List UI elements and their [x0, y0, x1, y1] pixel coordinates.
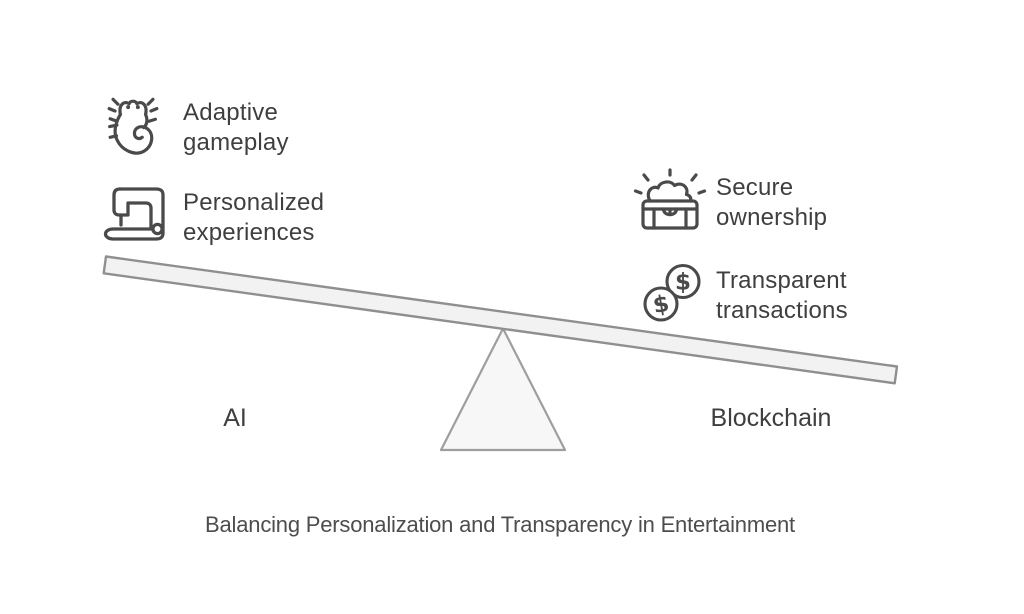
label-line: Personalized [183, 189, 325, 216]
label-transparent-transactions: Transparent transactions [716, 266, 848, 326]
coins-icon: $ $ [639, 259, 705, 327]
svg-text:$: $ [651, 291, 671, 319]
sewing-machine-icon [99, 183, 175, 247]
label-secure-ownership: Secure ownership [716, 173, 827, 233]
label-adaptive-gameplay: Adaptive gameplay [183, 98, 289, 158]
axolotl-icon [98, 92, 168, 166]
label-line: gameplay [183, 129, 289, 156]
svg-text:$: $ [675, 270, 691, 296]
side-label-ai: AI [223, 404, 247, 432]
label-line: transactions [716, 297, 848, 324]
label-line: Adaptive [183, 99, 278, 126]
treasure-chest-icon [632, 167, 708, 237]
label-line: ownership [716, 204, 828, 231]
diagram-title: Balancing Personalization and Transparen… [205, 512, 795, 537]
seesaw-beam [102, 255, 899, 385]
label-line: experiences [183, 219, 315, 246]
fulcrum-triangle [439, 327, 567, 452]
label-personalized-experiences: Personalized experiences [183, 188, 324, 248]
side-label-blockchain: Blockchain [710, 404, 832, 432]
label-line: Transparent [716, 267, 847, 294]
label-line: Secure [716, 174, 794, 201]
